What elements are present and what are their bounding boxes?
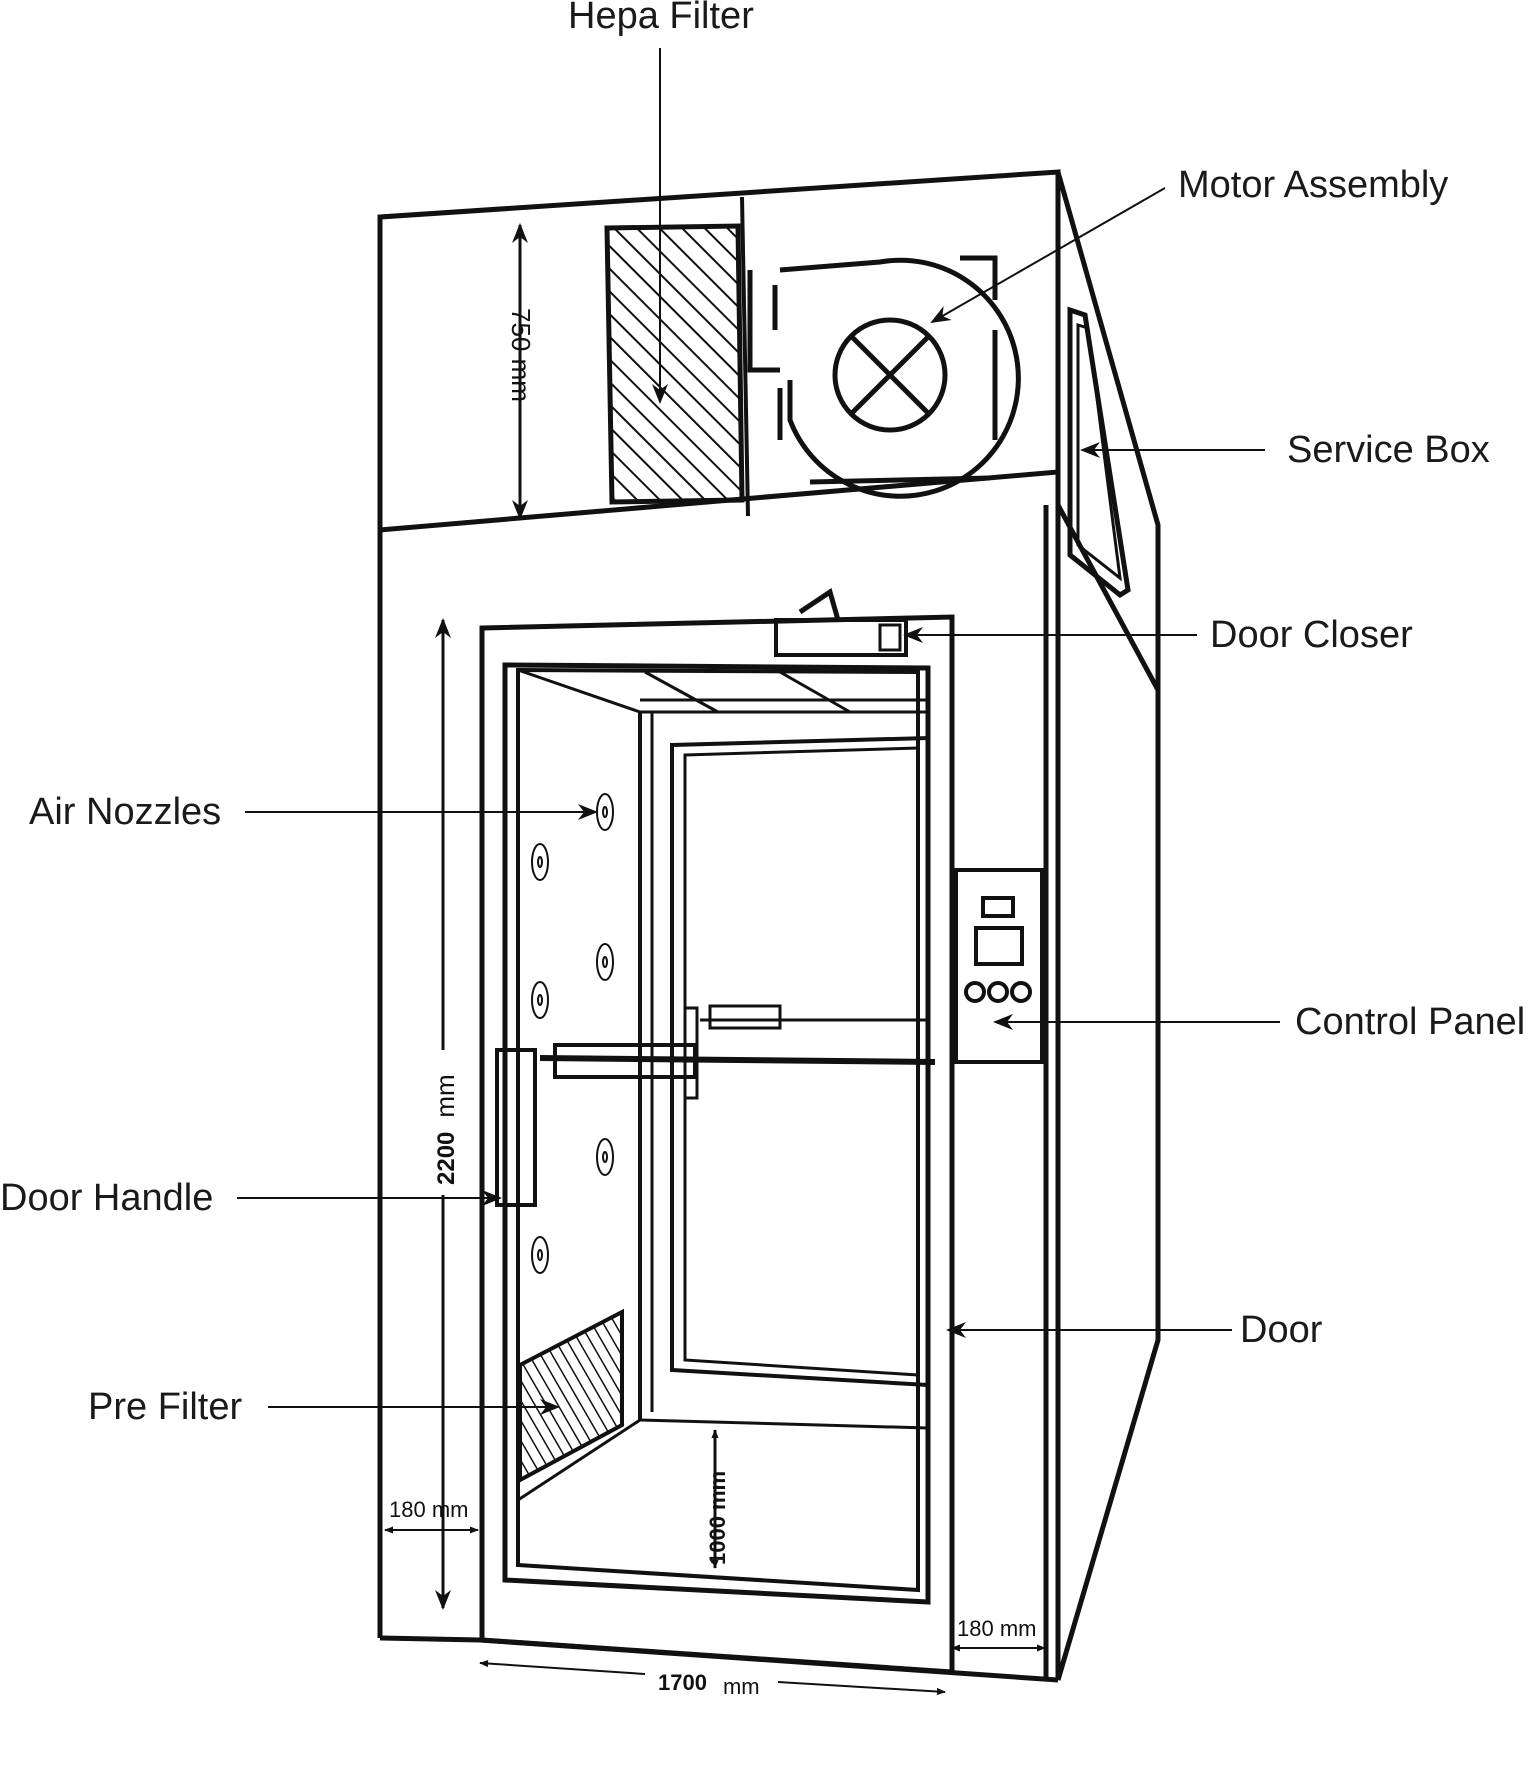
service-box-inner: [1076, 322, 1122, 582]
blower-bracket: [747, 270, 780, 373]
label-pre-filter: Pre Filter: [88, 1386, 242, 1428]
housing-base: [809, 475, 991, 485]
callout-motor-assembly: [930, 187, 1166, 323]
label-door-handle: Door Handle: [0, 1177, 213, 1219]
dim-label-inner-height: 1000 mm: [705, 1471, 730, 1565]
motor-cross: [849, 334, 931, 416]
dim-label-width-value: 1700: [658, 1670, 707, 1695]
display: [974, 926, 1024, 966]
pre-filter-grille: [518, 1308, 624, 1484]
nozzle-core: [537, 994, 543, 1006]
dim-label-total-height-unit: mm: [430, 1074, 460, 1117]
blower-housing: [779, 257, 1021, 499]
handle-cylinder: [553, 1043, 697, 1079]
nozzles: [531, 793, 614, 1274]
nozzle-core: [602, 1151, 608, 1163]
nozzle-core: [602, 956, 608, 968]
nozzle: [596, 943, 614, 981]
label-door-closer: Door Closer: [1210, 614, 1413, 656]
nozzle: [531, 1236, 549, 1274]
door-handle-grip: [495, 1048, 537, 1207]
label-hepa-filter: Hepa Filter: [568, 0, 754, 37]
opening-inner: [516, 667, 920, 1593]
door-frame: [479, 614, 955, 1675]
nozzle-core: [537, 856, 543, 868]
far-door-inner: [683, 746, 920, 1377]
motor: [832, 317, 948, 433]
dim-label-inner-height-text: 1000 mm: [705, 1471, 730, 1565]
service-box-unit: [1067, 306, 1131, 599]
floor-side: [517, 1418, 641, 1502]
dim-label-inner-height-value: 1000: [705, 1516, 730, 1565]
handle-bracket: [683, 1006, 699, 1100]
closer-arm: [798, 588, 841, 621]
nozzle: [531, 981, 549, 1019]
dim-label-right-wall: 180 mm: [957, 1616, 1036, 1641]
dim-label-total-height-value: 2200: [433, 1132, 460, 1185]
label-control-panel: Control Panel: [1295, 1001, 1525, 1043]
control-panel-box: [954, 868, 1044, 1064]
ceiling-panel-1: [644, 670, 719, 714]
door-frame-outer: [479, 614, 955, 1675]
top-box-divider: [740, 196, 750, 517]
handle-cylinder-far: [708, 1004, 782, 1030]
button: [987, 981, 1009, 1003]
dim-width-left: [479, 1659, 646, 1675]
label-air-nozzles: Air Nozzles: [29, 791, 221, 833]
nozzle: [596, 1138, 614, 1176]
button: [964, 981, 986, 1003]
interior: [495, 668, 936, 1502]
far-door-frame: [670, 735, 930, 1388]
dim-label-width-unit: mm: [723, 1674, 760, 1699]
side-top: [1055, 171, 1161, 692]
door-closer-unit: [774, 588, 908, 657]
closer-cap: [878, 623, 902, 652]
ceiling-panel-2: [779, 670, 851, 714]
hepa-filter-block: [604, 223, 745, 505]
dim-label-top-height: 750 mm: [506, 308, 536, 402]
dimension-labels: 750 mm 2200 mm 180 mm 180 mm 1700 mm 1000 m…: [389, 308, 1036, 1699]
dim-label-left-wall: 180 mm: [389, 1497, 468, 1522]
text-labels: Hepa Filter Motor Assembly Service Box D…: [0, 0, 1525, 1428]
dim-label-total-height: 2200 mm: [430, 1074, 460, 1185]
label-motor-assembly: Motor Assembly: [1178, 164, 1448, 206]
dim-width-right: [777, 1681, 946, 1696]
handle-bar: [539, 1055, 936, 1065]
label-service-box: Service Box: [1287, 429, 1490, 471]
dim-label-inner-height-unit: mm: [705, 1471, 730, 1510]
nozzle-core: [602, 806, 608, 818]
dim-label-width: 1700 mm: [658, 1670, 760, 1699]
service-box-panel: [1067, 306, 1131, 599]
label-door: Door: [1240, 1309, 1323, 1351]
dimension-lines: [384, 223, 1046, 1696]
callouts: [237, 48, 1280, 1415]
nozzle-core: [537, 1249, 543, 1261]
ceiling-edge-left: [517, 668, 641, 714]
nozzle: [596, 793, 614, 831]
floor-back: [639, 1418, 929, 1430]
button: [1010, 981, 1032, 1003]
base-left: [379, 1635, 481, 1643]
motor-assembly-unit: [747, 255, 1021, 499]
nozzle: [531, 843, 549, 881]
control-panel-unit: [954, 868, 1044, 1064]
opening-outer: [502, 662, 931, 1605]
side-back-edge: [1055, 525, 1161, 1681]
dim-label-total-height-text: 2200 mm: [430, 1074, 460, 1185]
indicator: [981, 896, 1015, 918]
